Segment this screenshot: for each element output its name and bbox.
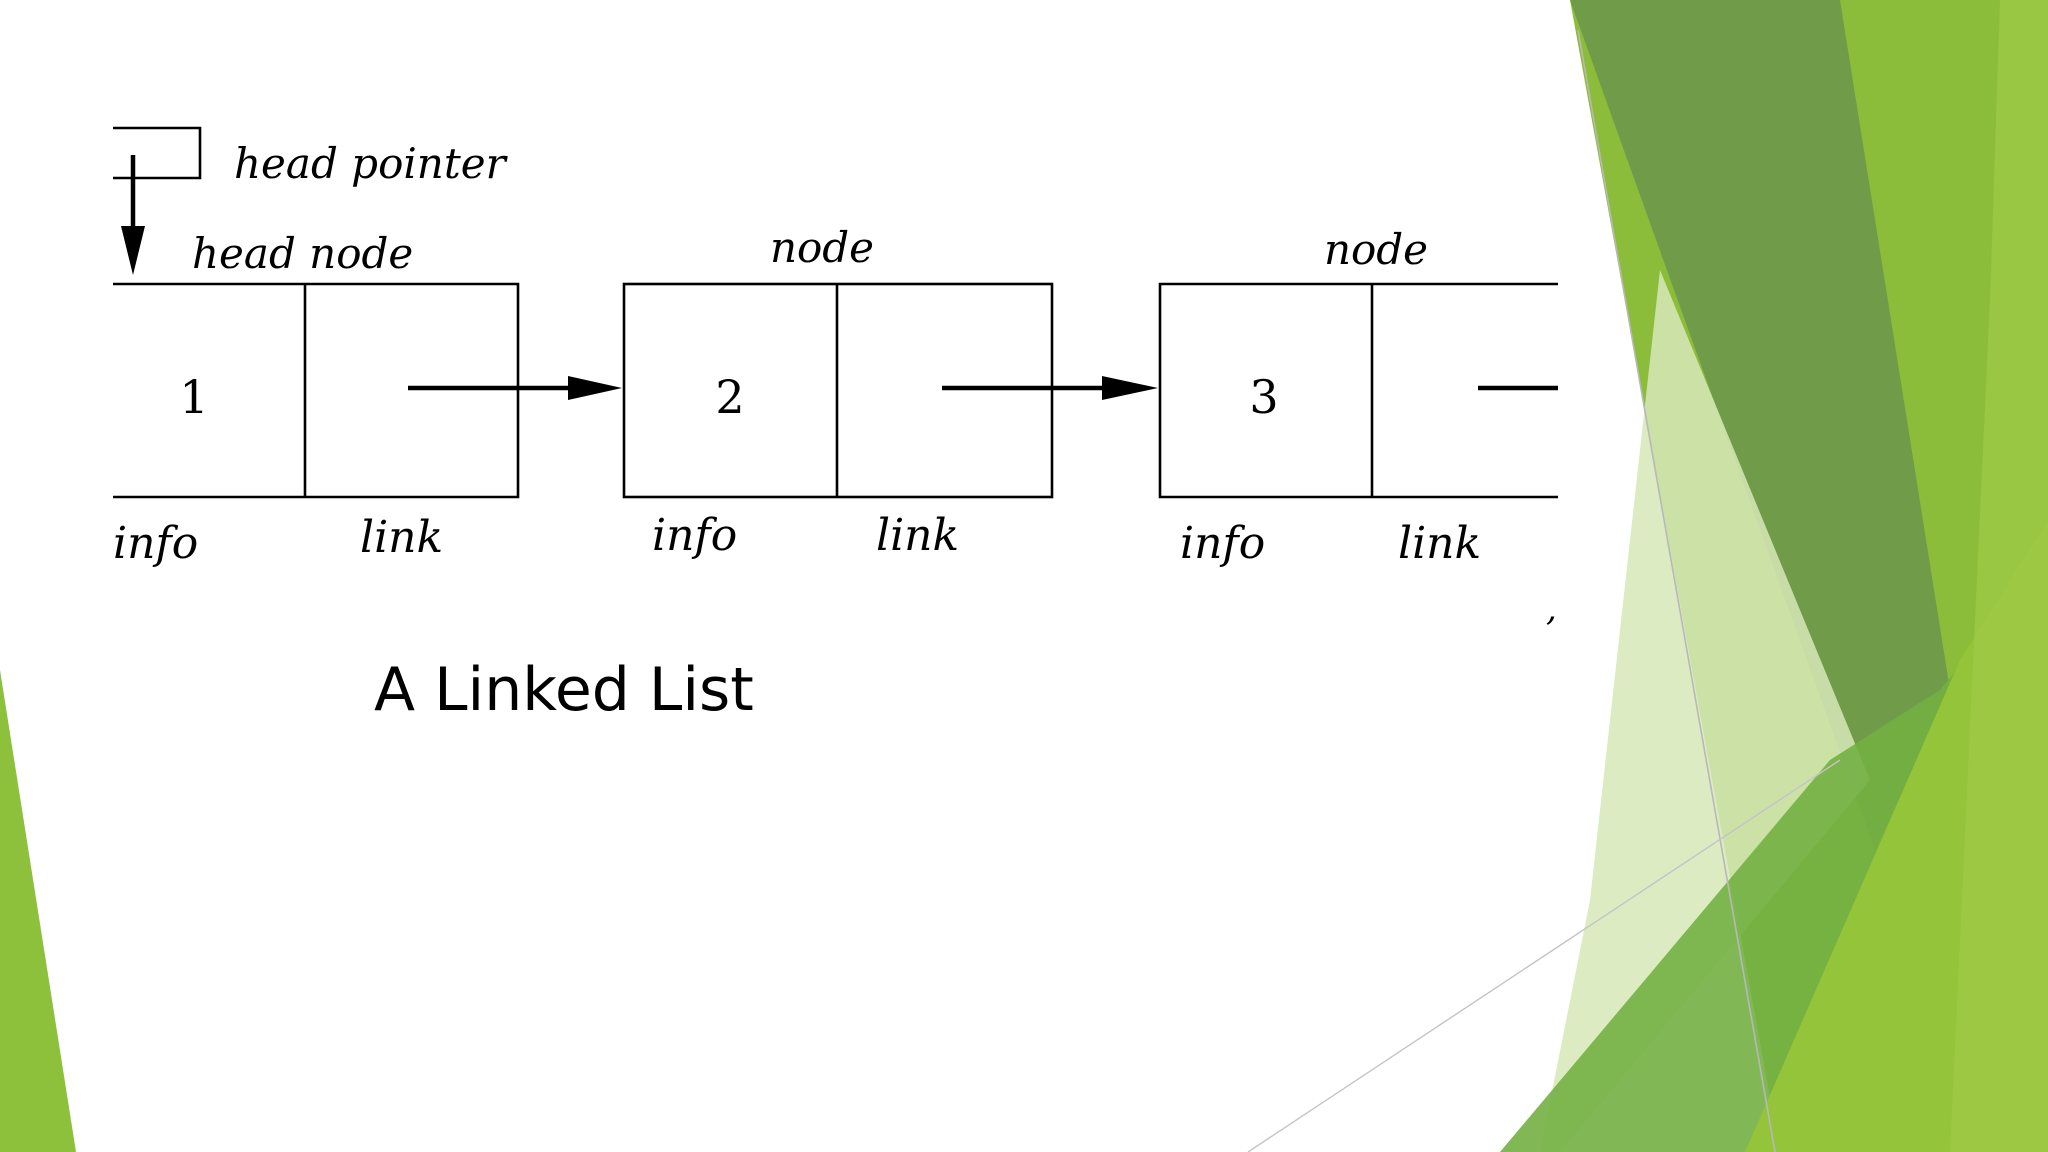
node-2-title: node <box>770 223 874 272</box>
right-facet-dark-green <box>1570 0 1950 850</box>
node-1-box <box>113 282 520 499</box>
node-3-info-label: info <box>1180 518 1265 569</box>
left-green-sliver <box>0 670 76 1152</box>
node-1-value: 1 <box>179 370 208 424</box>
decor-thin-line-1 <box>1577 29 1776 1152</box>
node-3-link-label: link <box>1398 518 1481 569</box>
link-arrowhead-1-2 <box>568 376 622 400</box>
node-2-info-label: info <box>652 510 737 561</box>
node-3-box <box>1158 282 1558 499</box>
node-1-title: head node <box>192 229 413 278</box>
diagram-caption: A Linked List <box>374 655 754 725</box>
right-facet-strip <box>1950 0 2048 1152</box>
stray-mark: , <box>1546 589 1557 629</box>
node-3-value: 3 <box>1249 370 1278 424</box>
node-1-info-label: info <box>113 518 198 569</box>
node-2-value: 2 <box>715 370 744 424</box>
right-facet-pale-green <box>1540 270 1870 1152</box>
link-arrowhead-2-3 <box>1102 376 1158 400</box>
node-1-link-label: link <box>360 512 443 563</box>
decor-thin-line-2 <box>1247 759 1841 1152</box>
head-pointer-arrowhead <box>121 226 145 275</box>
node-2-link-label: link <box>876 510 959 561</box>
head-pointer-label: head pointer <box>234 139 509 188</box>
head-pointer-box <box>113 126 202 180</box>
node-3-title: node <box>1324 225 1428 274</box>
